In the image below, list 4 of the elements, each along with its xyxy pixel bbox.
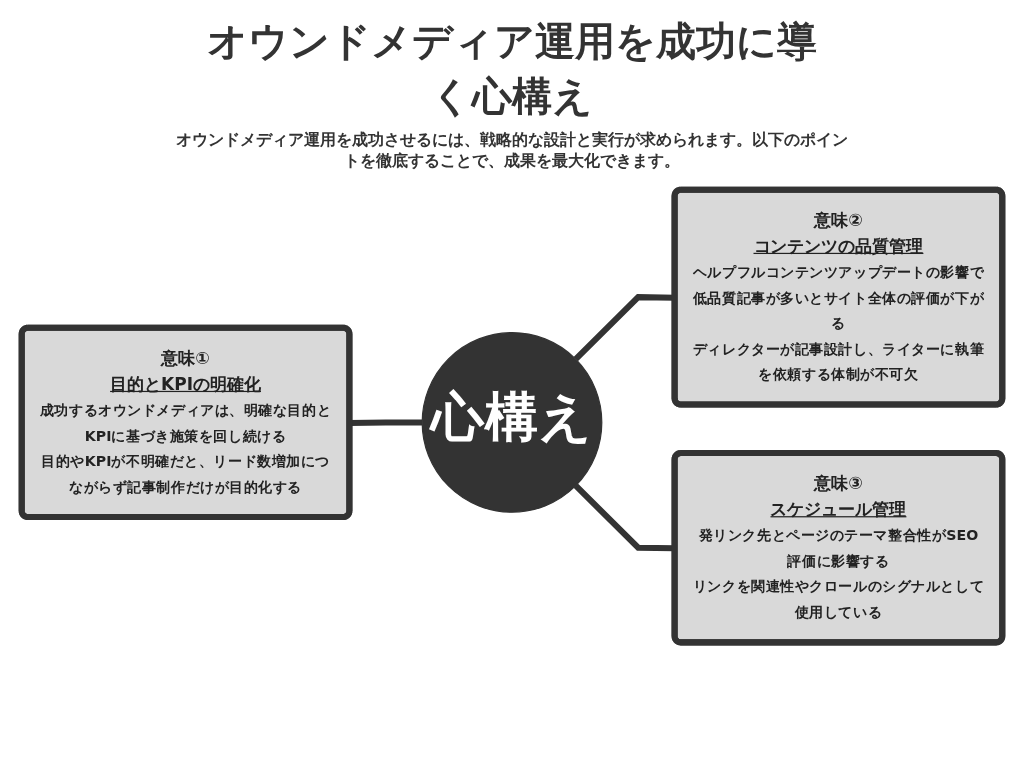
title: オウンドメディア運用を成功に導く心構え (206, 17, 818, 121)
connector (349, 419, 423, 427)
intro-text: オウンドメディア運用を成功させるには、戦略的な設計と実行が求められます。以下のポイントを徹底することで、成果を最大化できます。 (175, 130, 849, 172)
node-circle: 心構え (421, 332, 603, 513)
